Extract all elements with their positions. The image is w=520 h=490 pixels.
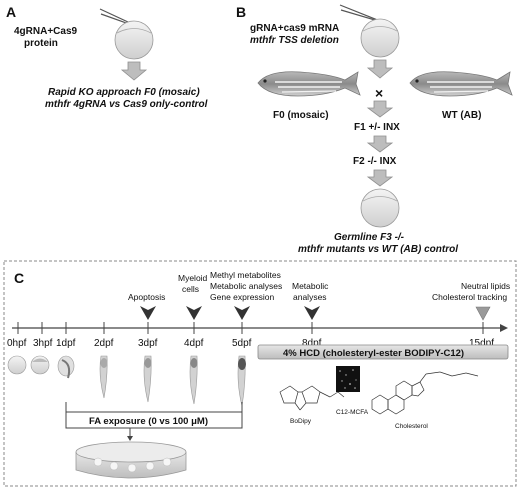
panel-c-frame	[3, 260, 517, 487]
timepoint-5dpf: 5dpf	[232, 338, 252, 349]
down-arrow-icon	[366, 169, 394, 187]
event-methyl-line2: Metabolic analyses	[210, 281, 282, 291]
mcfa-micrograph-speckles	[339, 369, 357, 389]
down-arrow-icon	[366, 100, 394, 118]
embryo-egg-icon	[360, 188, 400, 228]
panel-a-letter: A	[6, 4, 16, 20]
panel-b-letter: B	[236, 4, 246, 20]
fish-f0-label: F0 (mosaic)	[273, 110, 329, 121]
timepoint-2dpf: 2dpf	[94, 338, 114, 349]
apoptosis-chevron-icon	[140, 306, 156, 320]
timepoint-1dpf: 1dpf	[56, 338, 76, 349]
hcd-bar-label: 4% HCD (cholesteryl-ester BODIPY-C12)	[283, 348, 464, 359]
chem-label-cholesterol: Cholesterol	[395, 423, 428, 430]
event-myeloid-line1: Myeloid	[178, 273, 208, 283]
timepoint-8dpf: 8dpf	[302, 338, 322, 349]
event-neutral-line2: Cholesterol tracking	[432, 292, 507, 302]
timepoint-3hpf: 3hpf	[33, 338, 53, 349]
bodipy-structure-icon	[279, 385, 345, 411]
cross-symbol: ×	[375, 85, 383, 101]
chem-label-bodipy: BoDipy	[290, 418, 312, 425]
down-arrow-icon	[366, 59, 394, 79]
timepoint-15dpf: 15dpf	[469, 338, 494, 349]
myeloid-chevron-icon	[186, 306, 202, 320]
neutral-lipid-triangle-icon	[475, 306, 491, 321]
down-arrow-icon	[366, 135, 394, 153]
event-metabolic-line1: Metabolic	[292, 281, 329, 291]
fa-exposure-box	[65, 411, 243, 429]
fa-to-dish-arrowhead-icon	[127, 436, 133, 441]
methyl-chevron-icon	[234, 306, 250, 320]
panel-b-result-line2: mthfr mutants vs WT (AB) control	[298, 244, 458, 255]
panel-a-approach-line1: Rapid KO approach F0 (mosaic)	[48, 87, 200, 98]
event-metabolic-line2: analyses	[293, 292, 327, 302]
timepoint-0hpf: 0hpf	[7, 338, 27, 349]
panel-b-injection-line1: gRNA+cas9 mRNA	[250, 23, 339, 34]
panel-b-injection-line2: mthfr TSS deletion	[250, 35, 339, 46]
event-methyl-line1: Methyl metabolites	[210, 270, 281, 280]
panel-a: A 4gRNA+Cas9 protein Rapid KO approach F…	[6, 4, 208, 110]
fa-exposure-label: FA exposure (0 vs 100 μM)	[89, 416, 208, 427]
cholesterol-structure-icon	[371, 371, 479, 415]
panel-b-result-line1: Germline F3 -/-	[334, 232, 405, 243]
event-apoptosis: Apoptosis	[128, 292, 165, 302]
timeline-ticks	[17, 322, 484, 334]
embryo-stage-icons	[7, 355, 246, 407]
down-arrow-icon	[120, 61, 148, 81]
metabolic-chevron-icon	[304, 306, 320, 320]
f1-generation-label: F1 +/- INX	[354, 122, 400, 133]
event-methyl-line3: Gene expression	[210, 292, 275, 302]
chem-label-mcfa: C12-MCFA	[336, 409, 369, 416]
event-myeloid-line2: cells	[182, 284, 199, 294]
petri-dish-icon	[75, 441, 187, 479]
embryo-egg-icon	[360, 18, 400, 58]
hcd-bar	[257, 344, 509, 360]
panel-a-injection-line1: 4gRNA+Cas9	[14, 26, 78, 37]
panel-b: B gRNA+cas9 mRNA mthfr TSS deletion F0 (…	[236, 4, 513, 255]
fish-wt-label: WT (AB)	[442, 110, 481, 121]
zebrafish-wt-icon	[409, 71, 513, 97]
embryo-egg-icon	[114, 20, 154, 60]
timepoint-3dpf: 3dpf	[138, 338, 158, 349]
panel-c: C 0hpf 3hpf 1dpf 2dpf 3dpf 4dpf 5dpf 8dp…	[3, 260, 517, 487]
panel-a-injection-line2: protein	[24, 38, 58, 49]
event-neutral-line1: Neutral lipids	[461, 281, 510, 291]
zebrafish-f0-icon	[257, 71, 361, 97]
timepoint-4dpf: 4dpf	[184, 338, 204, 349]
f2-generation-label: F2 -/- INX	[353, 156, 397, 167]
mcfa-micrograph-image	[336, 366, 360, 392]
timeline-arrowhead	[500, 324, 508, 332]
panel-a-approach-line2: mthfr 4gRNA vs Cas9 only-control	[45, 99, 208, 110]
panel-c-letter: C	[14, 270, 24, 286]
